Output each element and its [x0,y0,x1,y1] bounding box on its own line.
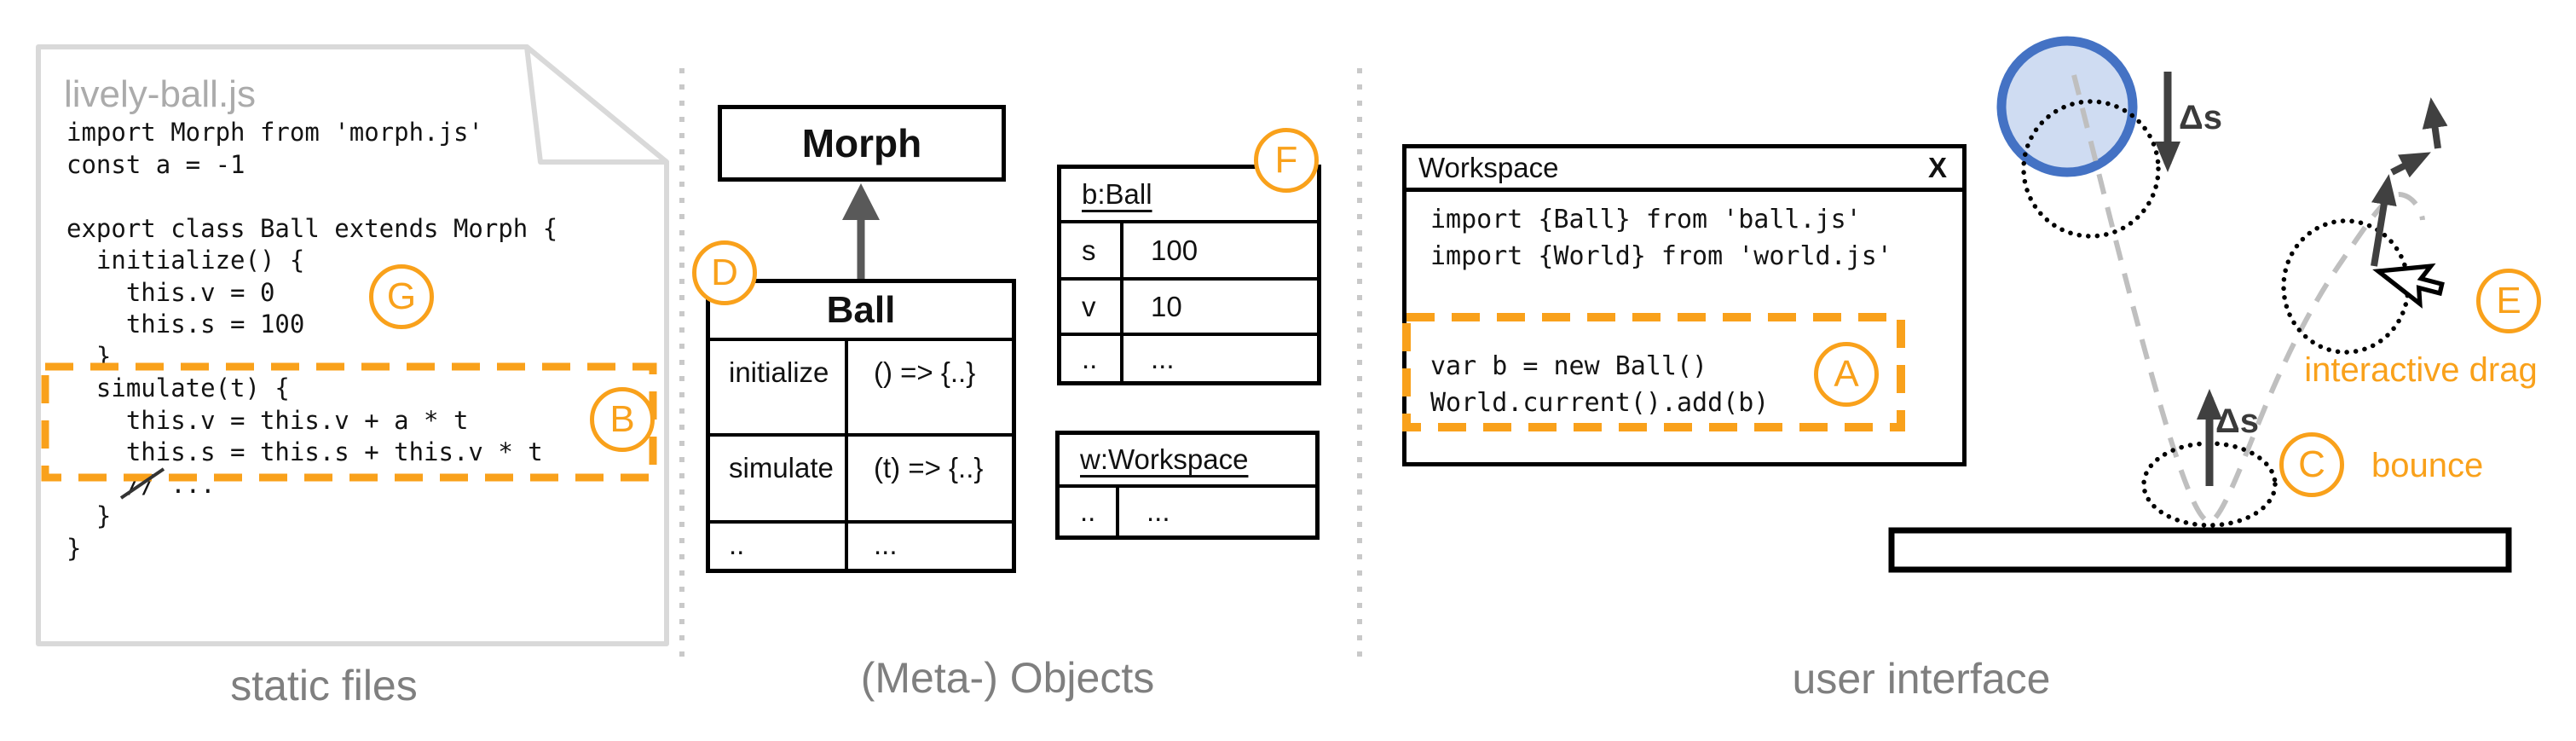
comment-indent [66,470,126,499]
annotation-badge-g: G [369,264,434,329]
workspace-title: Workspace [1418,152,1559,183]
interactive-drag-label: interactive drag [2304,351,2538,389]
file-code-block: import Morph from 'morph.js' const a = -… [66,117,557,564]
b-ball-field-name: s [1061,223,1123,277]
close-button[interactable]: X [1927,152,1947,183]
annotation-badge-c: C [2279,432,2344,497]
b-ball-object-table: b:Ball s 100 v 10 .. ... [1057,165,1321,385]
table-row: .. ... [1061,333,1317,381]
w-workspace-object-table: w:Workspace .. ... [1055,431,1320,540]
file-title: lively-ball.js [64,73,256,115]
w-workspace-object-title: w:Workspace [1080,443,1249,475]
workspace-window: Workspace X import {Ball} from 'ball.js'… [1402,144,1967,466]
morph-class-box: Morph [718,105,1006,182]
table-row: s 100 [1061,220,1317,277]
file-code-before: import Morph from 'morph.js' const a = -… [66,118,558,466]
table-row: initialize () => {..} [710,338,1012,433]
table-row: .. ... [710,520,1012,569]
panel-label-meta-objects: (Meta-) Objects [860,654,1155,702]
annotation-badge-b: B [590,387,655,452]
comment-slashes: // [125,469,156,499]
ball-class-ellipsis: .. [710,524,848,569]
ball-class-method-value: (t) => {..} [874,452,984,483]
delta-s-down-label: Δs [2179,99,2222,136]
bounce-label: bounce [2371,447,2484,484]
ball-class-method-value: () => {..} [874,356,976,388]
w-workspace-ellipsis: .. [1060,488,1119,535]
file-code-after: } } [66,501,112,563]
b-ball-object-title: b:Ball [1082,178,1152,210]
ball-class-method-name: initialize [710,341,848,433]
b-ball-ellipsis: ... [1151,342,1175,374]
file-code-comment-line: // ... [66,469,557,501]
annotation-badge-f: F [1254,128,1319,193]
annotation-badge-e: E [2476,269,2541,333]
table-row: v 10 [1061,277,1317,333]
annotation-badge-d: D [692,240,757,305]
ball-class-table: Ball initialize () => {..} simulate (t) … [706,279,1016,573]
b-ball-ellipsis: .. [1061,336,1123,381]
table-row: simulate (t) => {..} [710,433,1012,520]
b-ball-field-name: v [1061,281,1123,333]
delta-s-up-label: Δs [2215,402,2259,440]
panel-label-user-interface: user interface [1792,655,2051,703]
comment-rest: ... [155,469,216,499]
workspace-code-editor[interactable]: import {Ball} from 'ball.js' import {Wor… [1430,205,1892,418]
ball-class-title: Ball [826,289,896,331]
table-row: .. ... [1060,484,1315,535]
panel-label-static-files: static files [230,662,418,709]
b-ball-field-value: 10 [1151,290,1182,322]
morph-class-title: Morph [801,121,922,165]
ball-class-ellipsis: ... [874,529,898,560]
ball-class-method-name: simulate [710,437,848,520]
b-ball-field-value: 100 [1151,234,1198,266]
annotation-badge-a: A [1814,342,1879,407]
workspace-titlebar[interactable]: Workspace X [1406,148,1962,192]
w-workspace-ellipsis: ... [1146,495,1170,527]
